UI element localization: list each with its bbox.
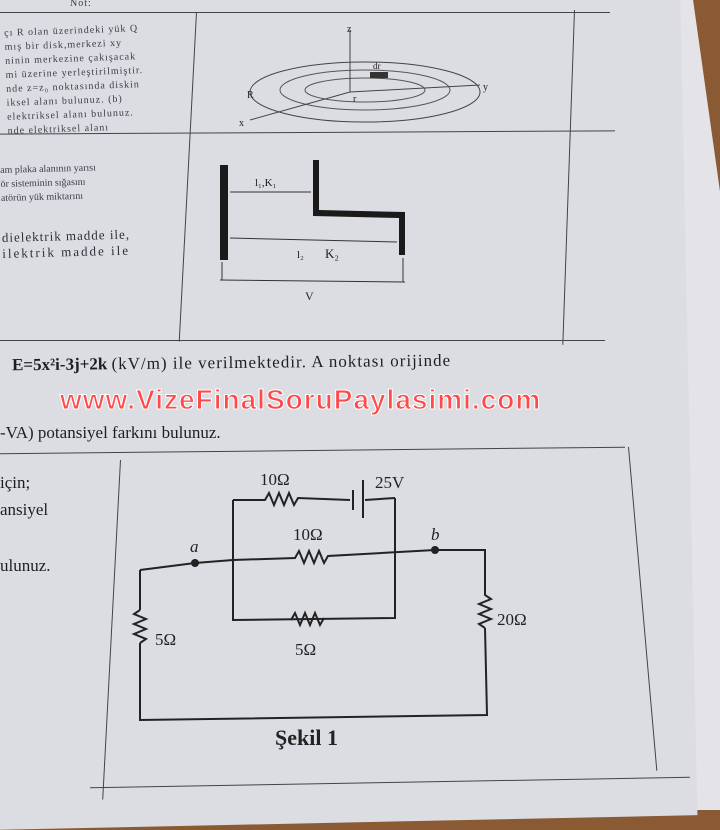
disk-ring (304, 77, 426, 103)
top-rule (0, 12, 610, 15)
resistor-10-top (233, 490, 351, 508)
label-r-mid: 10Ω (293, 525, 323, 544)
q2-line: atörün yük miktarını (0, 190, 84, 204)
q4-line: için; (0, 473, 31, 492)
node-b (431, 546, 439, 554)
label-r-bottom: 5Ω (295, 640, 316, 659)
disk-ring (279, 69, 451, 111)
label-node-a: a (190, 537, 199, 556)
wire (232, 498, 396, 622)
row-divider (0, 340, 605, 341)
label-l1-k1: l₁,K₁ (255, 177, 277, 189)
q2-line: ör sisteminin sığasını (0, 176, 86, 190)
label-y: y (483, 82, 488, 93)
voltage-line (219, 279, 406, 283)
label-r-right: 20Ω (497, 610, 527, 629)
label-r-top: 10Ω (260, 470, 290, 489)
question-3-line-2: -VA) potansiyel farkını bulunuz. (0, 423, 221, 442)
label-l2: l₂ (297, 249, 304, 261)
label-battery: 25V (375, 473, 405, 492)
header-note: Not: (70, 0, 92, 9)
label-r-left: 5Ω (155, 630, 176, 649)
label-k2: K₂ (325, 246, 339, 261)
label-R: R (247, 90, 254, 101)
y-axis (349, 84, 481, 93)
wire (364, 497, 396, 501)
resistor-10-mid (232, 548, 436, 566)
q3-text: (kV/m) ile verilmektedir. A noktası orij… (111, 350, 452, 374)
label-dr: dr (373, 61, 381, 71)
label-r: r (353, 94, 357, 105)
disk-diagram: z dr R r y x (239, 24, 488, 129)
resistor-20-right (435, 549, 494, 629)
label-x: x (239, 118, 244, 129)
node-a (191, 559, 199, 567)
q4-line: ansiyel (0, 500, 49, 519)
label-v: V (305, 289, 314, 303)
label-z: z (347, 24, 352, 35)
disk-outer-ring (249, 61, 481, 123)
q4-line: ulunuz. (0, 556, 51, 575)
q2-line: ilektrik madde ile (2, 242, 131, 261)
capacitor-plate-left (220, 165, 228, 260)
wire (139, 559, 234, 571)
wire (139, 627, 489, 722)
figure-caption: Şekil 1 (275, 725, 338, 750)
dr-element (370, 72, 388, 78)
resistor-5-bottom (290, 610, 325, 628)
field-equation: E=5x²i-3j+2k (11, 354, 108, 375)
label-node-b: b (431, 525, 440, 544)
x-axis (249, 91, 351, 121)
capacitor-diagram: l₁,K₁ l₂ K₂ V (219, 160, 406, 303)
dim-line-l2 (229, 237, 398, 243)
watermark: www.VizeFinalSoruPaylasimi.com (59, 384, 542, 416)
resistor-5-left (131, 609, 149, 644)
circuit-diagram: 10Ω 25V 10Ω a b 5Ω 5Ω 20Ω Şekil 1 (131, 470, 527, 750)
